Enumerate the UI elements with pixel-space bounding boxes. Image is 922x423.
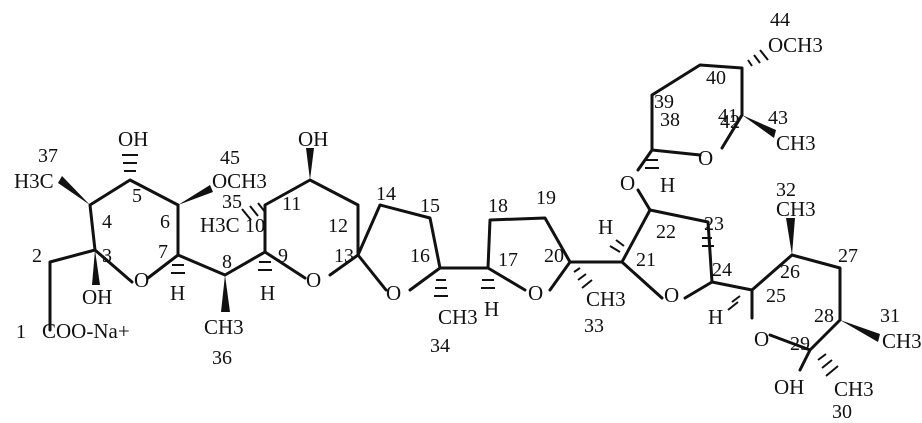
label-n42: 42	[720, 111, 740, 133]
label-n38: 38	[660, 109, 680, 131]
label-o-ring-d: O	[528, 281, 543, 305]
label-n13: 13	[334, 245, 354, 267]
label-ch3-33: CH3	[586, 287, 626, 311]
label-n17: 17	[498, 249, 518, 271]
label-n45: 45	[220, 147, 240, 169]
label-n27: 27	[838, 245, 858, 267]
label-n3: 3	[102, 245, 112, 267]
label-n12: 12	[328, 215, 348, 237]
label-n25: 25	[766, 285, 786, 307]
label-oh-3: OH	[82, 285, 112, 309]
label-oh-5: OH	[118, 127, 148, 151]
bond-skeleton	[48, 49, 880, 377]
label-carboxylate: COO-Na+	[42, 319, 130, 343]
label-ch3-31: CH3	[882, 329, 922, 353]
label-o-ring-f: O	[754, 327, 769, 351]
label-n24: 24	[712, 259, 732, 281]
label-n10: 10	[245, 215, 265, 237]
label-h3c-35: H3C	[200, 213, 240, 237]
label-h-17: H	[484, 297, 499, 321]
label-o-ring-sugar: O	[698, 146, 713, 170]
label-h-21: H	[598, 215, 613, 239]
label-h-38: H	[660, 173, 675, 197]
label-ch3-30: CH3	[834, 377, 874, 401]
label-n35: 35	[222, 191, 242, 213]
label-o-ring-a: O	[134, 268, 149, 292]
label-n29: 29	[790, 333, 810, 355]
label-n5: 5	[132, 185, 142, 207]
label-n40: 40	[706, 67, 726, 89]
label-ch3-32: CH3	[776, 197, 816, 221]
label-n22: 22	[656, 221, 676, 243]
label-n15: 15	[420, 195, 440, 217]
label-n18: 18	[488, 195, 508, 217]
atom-labels: OH OH OCH3 45 37 H3C 4 5 6 3 7 2 OH H 1 …	[14, 9, 922, 423]
label-n43: 43	[768, 107, 788, 129]
label-n20: 20	[544, 245, 564, 267]
label-n41: 41	[718, 105, 738, 127]
label-h-25: H	[708, 305, 723, 329]
label-och3-45: OCH3	[212, 169, 267, 193]
label-ch3-36: CH3	[204, 315, 244, 339]
label-n36: 36	[212, 347, 232, 369]
label-n21: 21	[636, 249, 656, 271]
label-och3-44: OCH3	[768, 33, 823, 57]
label-oh-11: OH	[298, 127, 328, 151]
label-n28: 28	[814, 305, 834, 327]
label-o-link: O	[620, 171, 635, 195]
label-h3c-37: H3C	[14, 169, 54, 193]
label-o-ring-e: O	[664, 283, 679, 307]
label-n32: 32	[776, 179, 796, 201]
label-ch3-34: CH3	[438, 305, 478, 329]
label-n44: 44	[770, 9, 790, 31]
label-n8: 8	[222, 251, 232, 273]
label-ch3-43: CH3	[776, 131, 816, 155]
label-n30: 30	[832, 401, 852, 423]
label-n11: 11	[282, 193, 301, 215]
label-h-7: H	[170, 281, 185, 305]
label-n33: 33	[584, 315, 604, 337]
label-n7: 7	[158, 241, 168, 263]
label-n2: 2	[32, 245, 42, 267]
label-n39: 39	[654, 91, 674, 113]
label-n34: 34	[430, 335, 450, 357]
label-h-9: H	[260, 281, 275, 305]
label-n9: 9	[278, 245, 288, 267]
label-n23: 23	[704, 213, 724, 235]
label-o-ring-b: O	[306, 268, 321, 292]
label-n6: 6	[160, 211, 170, 233]
label-oh-29: OH	[774, 375, 804, 399]
label-n1: 1	[16, 321, 26, 343]
label-n37: 37	[38, 145, 58, 167]
label-n16: 16	[410, 245, 430, 267]
label-o-ring-c: O	[386, 281, 401, 305]
label-n19: 19	[536, 187, 556, 209]
label-n31: 31	[880, 305, 900, 327]
label-n4: 4	[102, 211, 112, 233]
label-n26: 26	[780, 261, 800, 283]
label-n14: 14	[376, 183, 396, 205]
